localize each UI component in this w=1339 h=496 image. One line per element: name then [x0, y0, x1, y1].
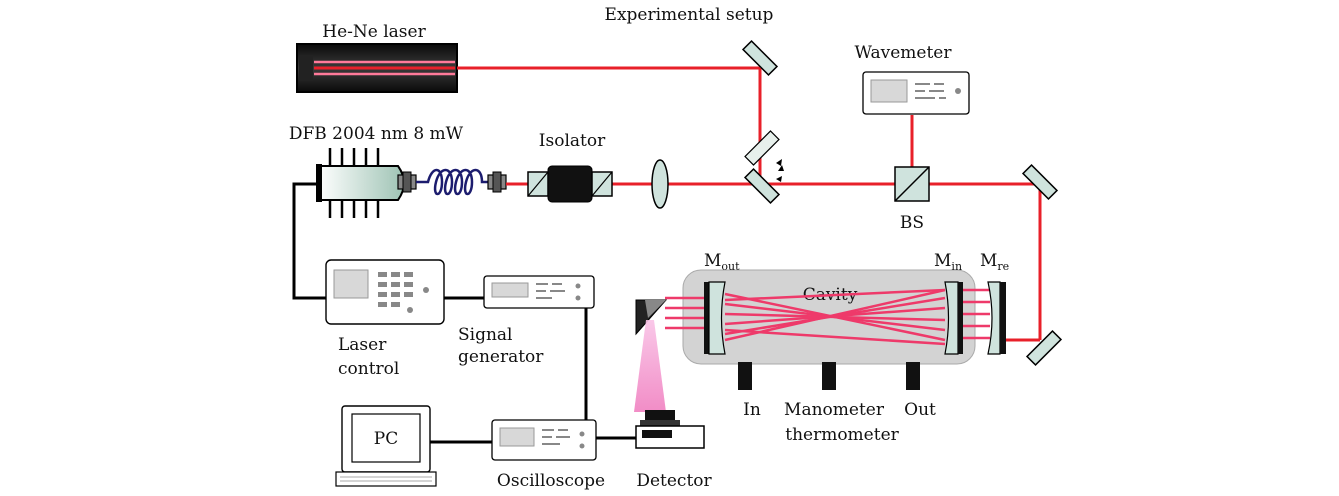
min-label: Min — [934, 251, 962, 273]
detector-label: Detector — [636, 471, 712, 491]
mout-label: Mout — [704, 251, 740, 273]
hene-laser — [296, 43, 458, 93]
port-out — [906, 362, 920, 390]
signal-generator — [483, 275, 595, 309]
lens — [651, 159, 669, 209]
wavemeter-label: Wavemeter — [855, 43, 953, 63]
mirror-top — [741, 39, 779, 77]
mirror-in — [944, 281, 963, 355]
manometer-label: Manometer — [784, 400, 885, 420]
mirror-right-top — [1021, 163, 1059, 201]
wavemeter — [862, 71, 970, 115]
detector — [635, 410, 705, 449]
oscilloscope-label: Oscilloscope — [497, 471, 605, 491]
hene-beam — [457, 66, 762, 182]
port-in — [738, 362, 752, 390]
wires — [292, 182, 636, 444]
laser-control — [325, 259, 445, 325]
signal-generator-label-1: Signal — [458, 325, 513, 345]
signal-generator-label-2: generator — [458, 347, 544, 367]
thermometer-label: thermometer — [785, 425, 899, 445]
port-manometer — [822, 362, 836, 390]
mre-label: Mre — [980, 251, 1009, 273]
cavity-beams — [665, 288, 990, 346]
isolator — [527, 165, 613, 203]
hene-laser-label: He-Ne laser — [322, 22, 426, 42]
out-port-label: Out — [904, 400, 936, 420]
laser-control-label-2: control — [338, 359, 399, 379]
beam-splitter — [894, 166, 930, 202]
prism — [635, 299, 668, 336]
in-port-label: In — [743, 400, 761, 420]
pc-label: PC — [374, 429, 398, 449]
mirror-right-bottom — [1025, 329, 1063, 367]
bs-label: BS — [900, 213, 924, 233]
detector-beam — [634, 320, 666, 412]
fiber-connector — [487, 171, 507, 193]
mirror-re — [987, 281, 1006, 355]
fiber-coil — [416, 168, 490, 196]
laser-control-label-1: Laser — [338, 335, 387, 355]
diagram-title: Experimental setup — [605, 5, 774, 25]
mirror-out — [704, 281, 726, 355]
oscilloscope — [491, 419, 597, 461]
dfb-laser — [316, 148, 417, 218]
flip-mirror — [743, 130, 784, 205]
dfb-laser-label: DFB 2004 nm 8 mW — [289, 124, 464, 144]
isolator-label: Isolator — [539, 131, 606, 151]
pc — [335, 405, 437, 487]
